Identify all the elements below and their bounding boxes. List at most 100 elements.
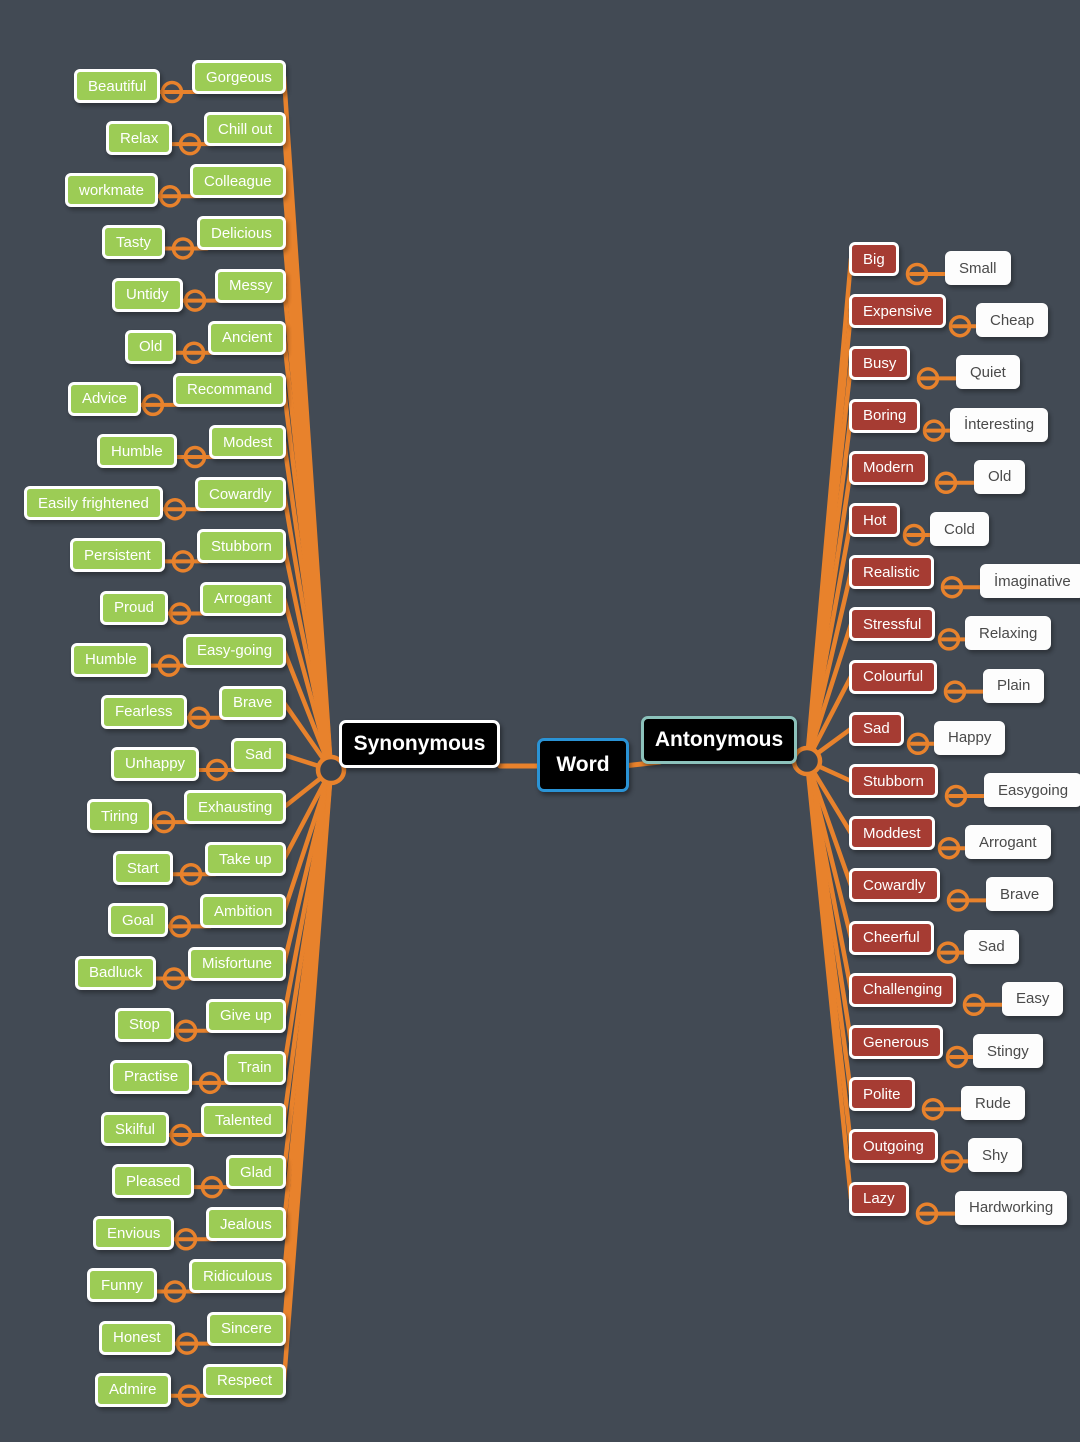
- antonym-inner-9[interactable]: Sad: [849, 711, 904, 746]
- synonym-outer-24[interactable]: Honest: [99, 1320, 175, 1355]
- synonym-outer-22[interactable]: Envious: [93, 1216, 175, 1251]
- synonym-outer-17[interactable]: Badluck: [75, 955, 157, 990]
- synonym-inner-24[interactable]: Sincere: [207, 1311, 286, 1346]
- antonym-inner-2[interactable]: Busy: [849, 346, 911, 381]
- synonym-outer-13-label: Unhappy: [125, 755, 186, 773]
- synonym-inner-3[interactable]: Delicious: [197, 216, 286, 251]
- synonym-outer-16[interactable]: Goal: [108, 903, 168, 938]
- synonym-outer-8[interactable]: Easily frightened: [24, 486, 163, 521]
- synonym-outer-20[interactable]: Skilful: [101, 1112, 170, 1146]
- antonym-inner-13[interactable]: Cheerful: [849, 920, 934, 955]
- synonym-inner-4[interactable]: Messy: [215, 268, 287, 303]
- synonym-inner-16[interactable]: Ambition: [200, 894, 287, 929]
- antonym-outer-16[interactable]: Rude: [961, 1086, 1025, 1121]
- antonym-outer-14[interactable]: Easy: [1002, 981, 1064, 1016]
- node-synonymous[interactable]: Synonymous: [339, 720, 500, 768]
- synonym-inner-15[interactable]: Take up: [205, 842, 286, 877]
- antonym-outer-9[interactable]: Happy: [934, 720, 1006, 755]
- synonym-outer-3[interactable]: Tasty: [102, 225, 166, 260]
- synonym-inner-21[interactable]: Glad: [226, 1155, 286, 1190]
- synonym-outer-21[interactable]: Pleased: [112, 1164, 195, 1199]
- antonym-inner-17[interactable]: Outgoing: [849, 1129, 938, 1164]
- synonym-inner-6[interactable]: Recommand: [173, 372, 287, 407]
- antonym-inner-6[interactable]: Realistic: [849, 555, 934, 590]
- synonym-inner-9[interactable]: Stubborn: [197, 529, 286, 564]
- antonym-outer-5[interactable]: Cold: [930, 512, 989, 546]
- antonym-outer-1[interactable]: Cheap: [976, 303, 1049, 338]
- synonym-inner-11[interactable]: Easy-going: [183, 633, 287, 668]
- synonym-outer-5[interactable]: Old: [125, 329, 177, 364]
- antonym-inner-8[interactable]: Colourful: [849, 659, 938, 694]
- antonym-inner-11[interactable]: Moddest: [849, 816, 935, 851]
- antonym-inner-14[interactable]: Challenging: [849, 972, 957, 1007]
- antonym-inner-10[interactable]: Stubborn: [849, 764, 938, 798]
- synonym-inner-1[interactable]: Chill out: [204, 112, 287, 147]
- synonym-inner-5[interactable]: Ancient: [208, 320, 287, 355]
- synonym-outer-2[interactable]: workmate: [65, 173, 159, 208]
- synonym-outer-25[interactable]: Admire: [95, 1372, 171, 1407]
- synonym-inner-17[interactable]: Misfortune: [188, 946, 287, 981]
- synonym-outer-17-label: Badluck: [89, 964, 143, 982]
- node-antonymous[interactable]: Antonymous: [641, 716, 797, 764]
- synonym-outer-13[interactable]: Unhappy: [111, 746, 200, 781]
- antonym-outer-17[interactable]: Shy: [968, 1138, 1022, 1173]
- antonym-outer-15[interactable]: Stingy: [973, 1034, 1043, 1068]
- synonym-inner-7[interactable]: Modest: [209, 425, 287, 460]
- synonym-inner-14[interactable]: Exhausting: [184, 790, 287, 825]
- synonym-inner-23[interactable]: Ridiculous: [189, 1259, 287, 1294]
- synonym-inner-22-label: Jealous: [220, 1215, 272, 1233]
- antonym-outer-2[interactable]: Quiet: [956, 355, 1020, 390]
- antonym-outer-3[interactable]: İnteresting: [950, 407, 1049, 442]
- antonym-inner-1[interactable]: Expensive: [849, 294, 947, 329]
- antonym-inner-0[interactable]: Big: [849, 242, 899, 276]
- antonym-outer-0[interactable]: Small: [945, 251, 1011, 285]
- synonym-inner-0[interactable]: Gorgeous: [192, 60, 286, 94]
- antonym-outer-11[interactable]: Arrogant: [965, 825, 1051, 860]
- antonym-inner-15[interactable]: Generous: [849, 1025, 943, 1059]
- antonym-outer-4[interactable]: Old: [974, 459, 1026, 494]
- synonym-outer-18[interactable]: Stop: [115, 1007, 174, 1042]
- synonym-outer-23[interactable]: Funny: [87, 1268, 157, 1303]
- antonym-outer-18[interactable]: Hardworking: [955, 1190, 1068, 1225]
- antonym-outer-8[interactable]: Plain: [983, 668, 1045, 703]
- synonym-inner-20[interactable]: Talented: [201, 1103, 286, 1137]
- antonym-inner-3[interactable]: Boring: [849, 398, 921, 433]
- antonym-inner-12[interactable]: Cowardly: [849, 868, 940, 903]
- synonym-inner-22[interactable]: Jealous: [206, 1207, 286, 1242]
- synonym-inner-10-label: Arrogant: [214, 590, 272, 607]
- synonym-inner-8[interactable]: Cowardly: [195, 477, 286, 512]
- synonym-outer-6[interactable]: Advice: [68, 381, 142, 416]
- synonym-outer-4[interactable]: Untidy: [112, 277, 183, 312]
- antonym-inner-7[interactable]: Stressful: [849, 607, 936, 642]
- synonym-outer-14[interactable]: Tiring: [87, 799, 152, 834]
- antonym-inner-16[interactable]: Polite: [849, 1077, 915, 1112]
- antonym-outer-6[interactable]: İmaginative: [980, 564, 1080, 599]
- synonym-inner-2[interactable]: Colleague: [190, 164, 286, 199]
- synonym-inner-19[interactable]: Train: [224, 1050, 286, 1085]
- synonym-inner-18[interactable]: Give up: [206, 998, 286, 1033]
- synonym-outer-0[interactable]: Beautiful: [74, 69, 161, 103]
- antonym-outer-12[interactable]: Brave: [986, 877, 1054, 912]
- antonym-outer-13[interactable]: Sad: [964, 929, 1019, 964]
- antonym-outer-10[interactable]: Easygoing: [984, 773, 1080, 807]
- synonym-inner-25[interactable]: Respect: [203, 1363, 287, 1398]
- antonym-inner-2-label: Busy: [863, 354, 897, 372]
- synonym-outer-12[interactable]: Fearless: [101, 694, 187, 729]
- synonym-outer-7[interactable]: Humble: [97, 434, 177, 469]
- antonym-inner-4[interactable]: Modern: [849, 450, 928, 485]
- synonym-outer-9[interactable]: Persistent: [70, 538, 165, 573]
- antonym-inner-18[interactable]: Lazy: [849, 1181, 909, 1216]
- synonym-outer-1[interactable]: Relax: [106, 121, 173, 156]
- synonym-outer-15[interactable]: Start: [113, 851, 173, 886]
- antonym-inner-5[interactable]: Hot: [849, 503, 901, 537]
- antonym-outer-7[interactable]: Relaxing: [965, 616, 1052, 651]
- synonym-inner-12[interactable]: Brave: [219, 685, 287, 720]
- synonym-inner-10[interactable]: Arrogant: [200, 581, 286, 616]
- node-word[interactable]: Word: [537, 738, 629, 792]
- antonym-inner-11-label: Moddest: [863, 824, 921, 842]
- synonym-outer-19[interactable]: Practise: [110, 1059, 193, 1094]
- synonym-outer-10[interactable]: Proud: [100, 590, 169, 625]
- synonym-inner-13[interactable]: Sad: [231, 737, 286, 772]
- synonym-outer-11[interactable]: Humble: [71, 642, 151, 677]
